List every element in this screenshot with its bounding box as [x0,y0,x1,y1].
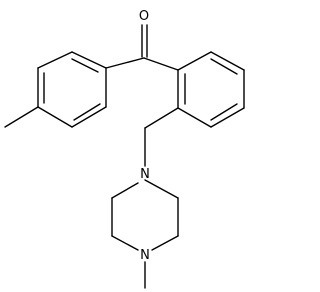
carbonyl-to-phenyl-bond [143,57,179,71]
piperazine-ring [111,179,179,251]
chemical-structure: O N N [4,9,245,289]
tolyl-ring [37,51,107,128]
oxygen-label: O [139,9,149,24]
tolyl-methyl-bond [4,106,39,128]
phenyl-ring [177,51,245,128]
ring-to-ch2-bond [144,107,179,129]
nitrogen-label-lower: N [140,248,150,263]
molecule-drawing: O N N [4,9,245,289]
carbonyl-to-tolyl-bond [105,57,145,69]
nitrogen-label-upper: N [140,167,150,182]
